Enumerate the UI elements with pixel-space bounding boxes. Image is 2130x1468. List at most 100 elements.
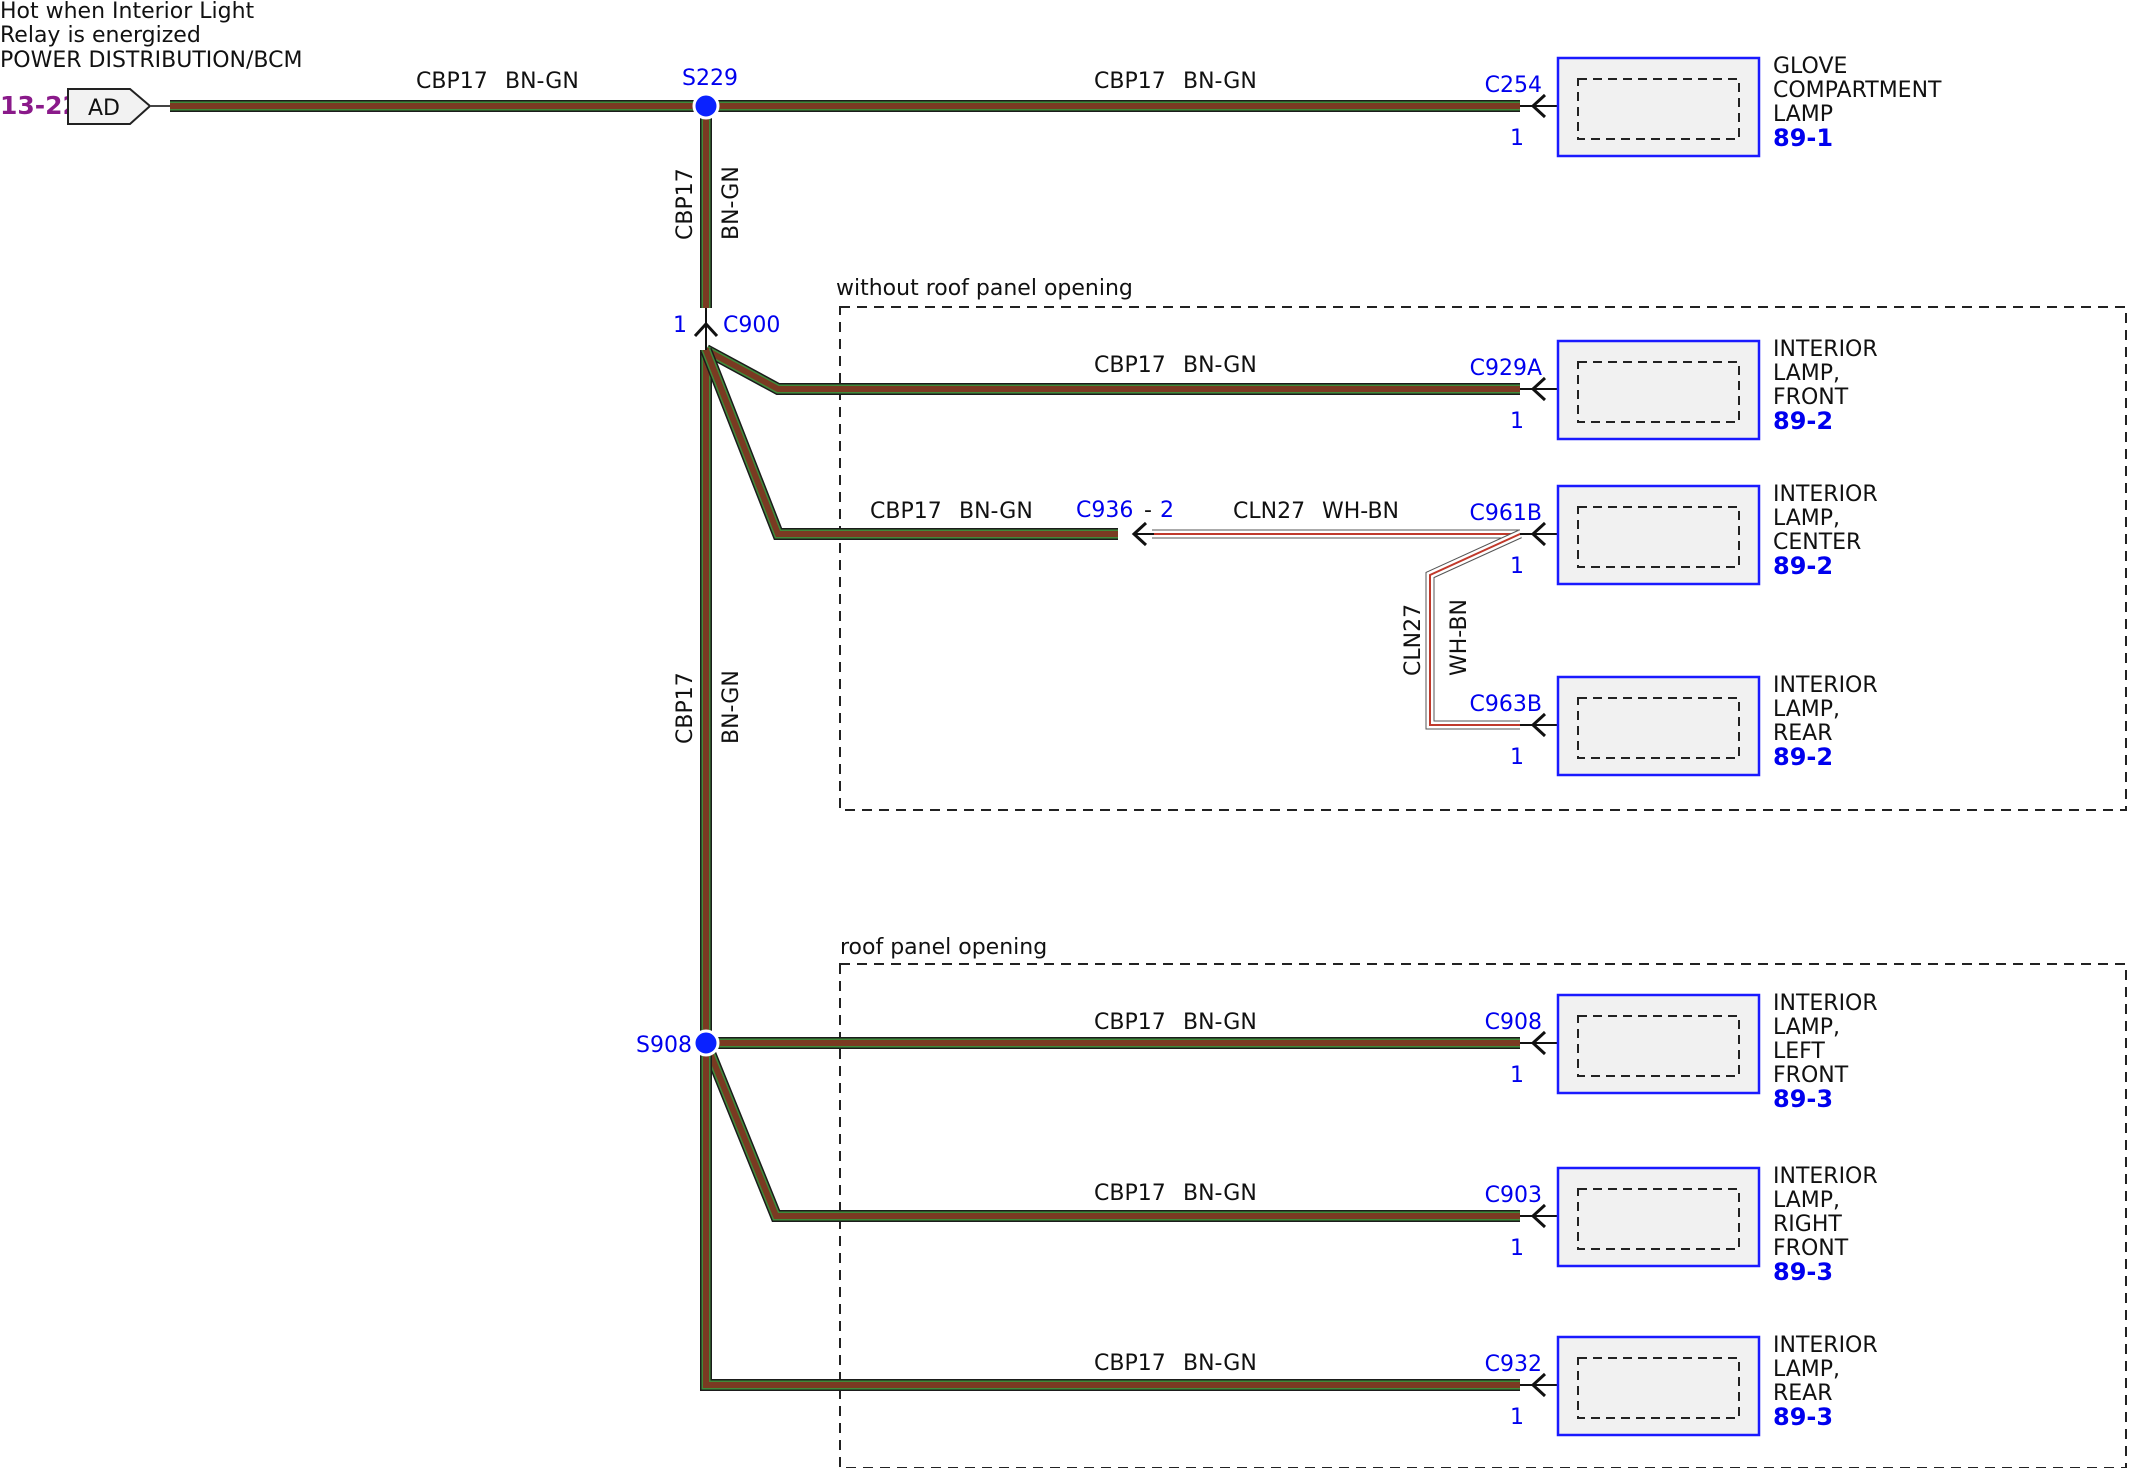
component-name-line: LAMP, [1773, 506, 1840, 531]
wire2-circuit-label-vertical: CLN27 [1401, 604, 1426, 676]
component-box [1556, 56, 1761, 158]
component-name-line: LAMP, [1773, 697, 1840, 722]
wire-color-label: BN-GN [1183, 69, 1257, 94]
component-name-line: COMPARTMENT [1773, 78, 1942, 103]
marks-layer [692, 92, 1154, 1057]
component-name-line: FRONT [1773, 1063, 1849, 1088]
wire-circuit-label-vertical-upper: CBP17 [673, 168, 698, 240]
source-connector-label: AD [88, 96, 120, 121]
connector-pin-label: 1 [1510, 409, 1524, 434]
connector-pin-label: 1 [1510, 1405, 1524, 1430]
component-name-line: LAMP, [1773, 361, 1840, 386]
wire-circuit-label-vertical-lower: CBP17 [673, 672, 698, 744]
wire-cln27-c961b-to-c963b-stripe [1429, 533, 1521, 726]
component-box [1556, 1335, 1761, 1437]
c900-label: C900 [723, 313, 780, 338]
component-page-ref: 89-2 [1773, 743, 1833, 771]
wire-color-label-vertical-upper: BN-GN [719, 166, 744, 240]
components-layer: C2541GLOVECOMPARTMENTLAMP89-1C929A1INTER… [1470, 54, 1942, 1437]
wire-label-right-front: CBP17 BN-GN [1094, 1181, 1257, 1206]
connector-pin-label: 1 [1510, 554, 1524, 579]
wire2-circuit-label: CLN27 [1233, 499, 1305, 524]
wire-c900-to-c936 [703, 348, 1118, 537]
component-name-line: GLOVE [1773, 54, 1847, 79]
component-name-line: INTERIOR [1773, 337, 1878, 362]
source-note-line-2: Relay is energized [0, 23, 201, 48]
connector-label: C254 [1485, 73, 1542, 98]
wires-layer [170, 100, 1522, 1391]
wire-color-label: BN-GN [1183, 353, 1257, 378]
splice-s908-label: S908 [636, 1033, 692, 1058]
component-name-line: LAMP, [1773, 1015, 1840, 1040]
component-name-line: FRONT [1773, 1236, 1849, 1261]
component-page-ref: 89-3 [1773, 1258, 1833, 1286]
component-box [1556, 339, 1761, 441]
c936-label: C936 [1076, 498, 1133, 523]
wire-circuit-label: CBP17 [1094, 1181, 1166, 1206]
connector-label: C963B [1470, 692, 1542, 717]
wire-label-rear: CBP17 BN-GN [1094, 1351, 1257, 1376]
connector-label: C908 [1485, 1010, 1542, 1035]
component-inner-outline [1577, 78, 1740, 140]
component-name-line: INTERIOR [1773, 673, 1878, 698]
connector-label: C932 [1485, 1352, 1542, 1377]
component-name-line: CENTER [1773, 530, 1861, 555]
component-name-line: INTERIOR [1773, 1333, 1878, 1358]
wire2-color-label-vertical: WH-BN [1447, 599, 1472, 676]
component-page-ref: 89-2 [1773, 407, 1833, 435]
wire-s908-to-c903 [703, 1041, 1520, 1219]
wire-c900-to-c929a [704, 347, 1520, 392]
component-page-ref: 89-3 [1773, 1403, 1833, 1431]
connector-pin-label: 1 [1510, 745, 1524, 770]
wire-label-center-left: CBP17 BN-GN [870, 499, 1033, 524]
wire-label-top-left: CBP17 BN-GN [416, 69, 579, 94]
connector-label: C929A [1470, 356, 1542, 381]
wire-label-left-front: CBP17 BN-GN [1094, 1010, 1257, 1035]
wire-circuit-label: CBP17 [1094, 353, 1166, 378]
component-name-line: RIGHT [1773, 1212, 1842, 1237]
component-inner-outline [1577, 1188, 1740, 1250]
connector-pin-label: 1 [1510, 1063, 1524, 1088]
connector-pin-label: 1 [1510, 126, 1524, 151]
wire-color-label: BN-GN [505, 69, 579, 94]
component-name-line: INTERIOR [1773, 482, 1878, 507]
wire-circuit-label: CBP17 [1094, 69, 1166, 94]
component-inner-outline [1577, 361, 1740, 423]
region-without-roof-panel-opening [839, 306, 2127, 811]
component-name-line: FRONT [1773, 385, 1849, 410]
c936-pin-separator: - [1144, 498, 1152, 523]
region-label-roof: roof panel opening [840, 935, 1047, 960]
component-page-ref: 89-2 [1773, 552, 1833, 580]
connector-pin-label: 1 [1510, 1236, 1524, 1261]
wire-color-label: BN-GN [1183, 1010, 1257, 1035]
splice-s908-dot [692, 1029, 720, 1057]
region-roof-panel-opening [839, 963, 2127, 1468]
wire-circuit-label: CBP17 [1094, 1351, 1166, 1376]
wire-label-top-right: CBP17 BN-GN [1094, 69, 1257, 94]
c900-pin-label: 1 [673, 313, 687, 338]
wire-circuit-label: CBP17 [870, 499, 942, 524]
component-name-line: LEFT [1773, 1039, 1825, 1064]
component-name-line: LAMP, [1773, 1188, 1840, 1213]
component-box [1556, 484, 1761, 586]
component-name-line: INTERIOR [1773, 1164, 1878, 1189]
component-name-line: LAMP, [1773, 1357, 1840, 1382]
component-page-ref: 89-3 [1773, 1085, 1833, 1113]
wire-color-label: BN-GN [959, 499, 1033, 524]
wire-color-label-vertical-lower: BN-GN [719, 670, 744, 744]
wire-label-front: CBP17 BN-GN [1094, 353, 1257, 378]
source-connector-flag [67, 88, 152, 125]
component-box [1556, 675, 1761, 777]
component-box [1556, 993, 1761, 1095]
component-inner-outline [1577, 506, 1740, 568]
component-name-line: REAR [1773, 1381, 1833, 1406]
splice-s229-dot [692, 92, 720, 120]
component-inner-outline [1577, 697, 1740, 759]
wire-circuit-label: CBP17 [1094, 1010, 1166, 1035]
